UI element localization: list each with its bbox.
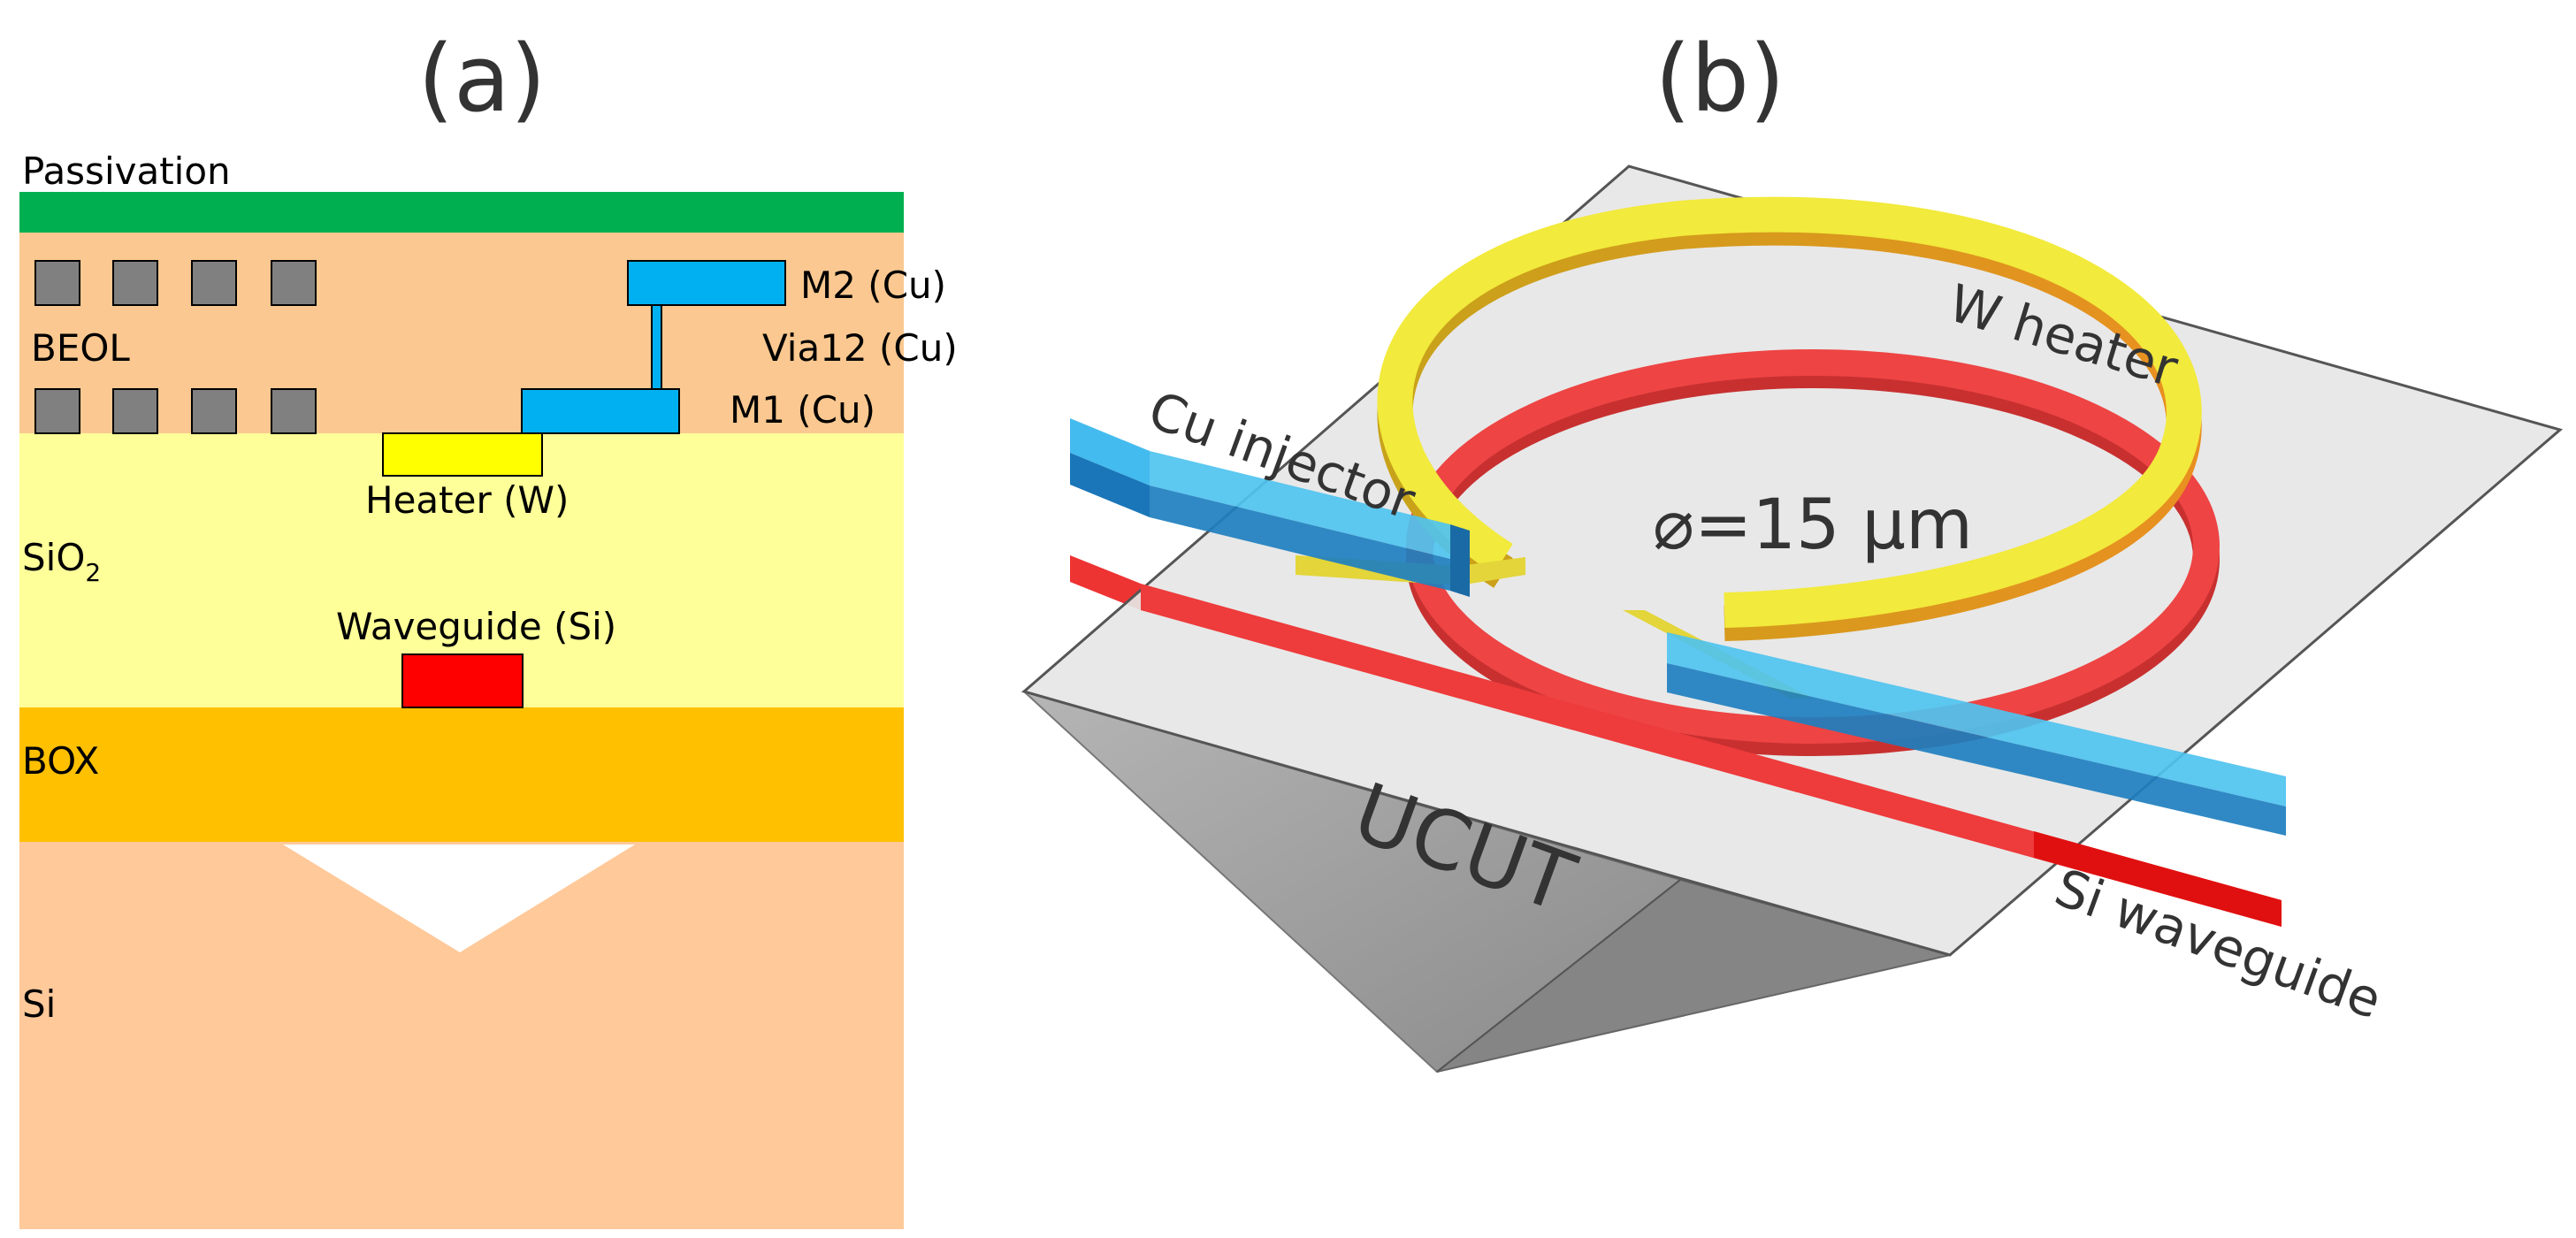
beol-label: BEOL: [31, 326, 130, 370]
passivation-label: Passivation: [22, 149, 231, 193]
heater-label: Heater (W): [365, 478, 569, 522]
cu-injector-left-side: [1150, 485, 1450, 591]
fill-square: [34, 388, 80, 434]
si-waveguide: [1141, 584, 2282, 927]
sio2-label: SiO2: [22, 536, 101, 587]
layer-box: [19, 707, 904, 842]
w-heater-loop: [1377, 196, 2202, 628]
fill-square: [112, 388, 158, 434]
waveguide-label: Waveguide (Si): [336, 605, 616, 648]
ucut-edge: [1436, 879, 1681, 1073]
cu-injector-right-side: [1667, 663, 2286, 836]
fill-square: [34, 260, 80, 306]
m1-metal: [521, 388, 680, 434]
fill-square: [112, 260, 158, 306]
m1-label: M1 (Cu): [730, 388, 875, 432]
sio2-label-main: SiO: [22, 536, 85, 579]
panel-a: (a) Passivation BEOL SiO2 B: [19, 25, 958, 1229]
panel-b: (b) W heater Cu injector ⌀=15 µm: [1020, 25, 2564, 1074]
m2-label: M2 (Cu): [800, 264, 946, 307]
cu-injector-left-tip: [1450, 524, 1470, 597]
injector-left-side: [1070, 453, 1150, 517]
injector-left-top: [1070, 418, 1150, 485]
si-waveguide-left-end: [1070, 555, 1141, 610]
via12: [651, 304, 662, 390]
box-label: BOX: [22, 739, 99, 783]
panel-a-label: (a): [418, 25, 547, 133]
waveguide-si: [401, 653, 524, 708]
si-waveguide-right-end: [2034, 831, 2282, 927]
diameter-label: ⌀=15 µm: [1653, 485, 1973, 565]
m2-metal: [627, 260, 786, 306]
via12-label: Via12 (Cu): [762, 326, 958, 370]
heater-w: [382, 432, 543, 477]
cu-injector-left-top: [1150, 451, 1450, 559]
undercut-void: [283, 844, 635, 952]
fill-square: [271, 260, 317, 306]
dummy-fill-squares: [34, 260, 317, 434]
sio2-label-sub: 2: [85, 558, 101, 587]
fill-square: [191, 260, 237, 306]
panel-b-label: (b): [1655, 25, 1785, 133]
si-label: Si: [22, 982, 56, 1026]
cu-injector-right-top: [1667, 632, 2286, 806]
layer-passivation: [19, 192, 904, 233]
fill-square: [191, 388, 237, 434]
fill-square: [271, 388, 317, 434]
